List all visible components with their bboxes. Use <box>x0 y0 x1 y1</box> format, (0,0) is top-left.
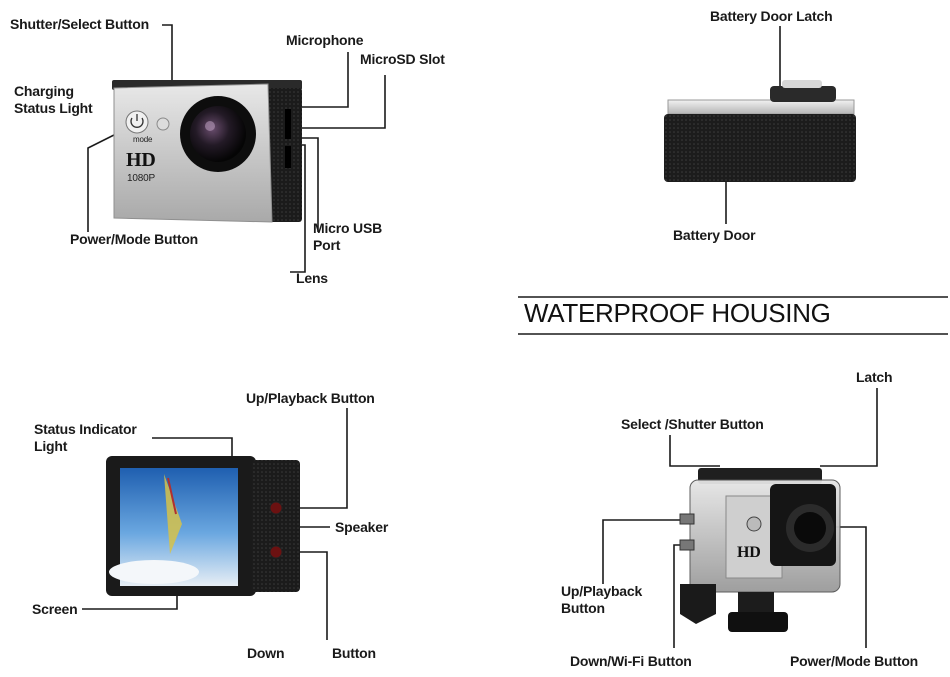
label-latch: Latch <box>856 369 893 385</box>
label-battery-door: Battery Door <box>673 227 756 243</box>
line-up-playback <box>281 408 348 509</box>
label-button: Button <box>332 645 376 661</box>
mode-mark: mode <box>133 135 153 144</box>
hd-mark: HD <box>126 149 156 171</box>
line-usb <box>296 137 319 232</box>
label-speaker: Speaker <box>335 519 389 535</box>
line-microphone <box>292 52 349 108</box>
label-screen: Screen <box>32 601 78 617</box>
line-microsd <box>296 75 386 129</box>
label-up-playback-button-housing: Up/Playback Button <box>561 583 643 616</box>
label-micro-usb-port: Micro USB Port <box>313 220 382 253</box>
line-select-shutter <box>669 435 720 467</box>
label-down-wifi-button: Down/Wi-Fi Button <box>570 653 692 669</box>
waterproof-housing-title: WATERPROOF HOUSING <box>524 298 831 328</box>
line-up-playback-housing <box>602 519 688 584</box>
line-latch-housing <box>820 388 878 467</box>
label-charging-status-light: Charging Status Light <box>14 83 93 116</box>
label-down: Down <box>247 645 285 661</box>
line-status-indicator <box>152 437 233 460</box>
housing-illustration <box>679 468 841 632</box>
resolution-mark: 1080P <box>127 173 155 184</box>
label-status-indicator-light: Status Indicator Light <box>34 421 137 454</box>
label-power-mode-button: Power/Mode Button <box>70 231 199 247</box>
label-up-playback-button: Up/Playback Button <box>246 390 375 406</box>
label-select-shutter-button: Select /Shutter Button <box>621 416 764 432</box>
camera-back-illustration <box>106 456 300 596</box>
housing-hd-mark: HD <box>737 544 761 561</box>
camera-side-illustration <box>664 80 856 182</box>
label-battery-door-latch: Battery Door Latch <box>710 8 833 24</box>
label-power-mode-button-housing: Power/Mode Button <box>790 653 919 669</box>
camera-front-illustration <box>112 80 302 223</box>
label-microphone: Microphone <box>286 32 364 48</box>
line-shutter <box>162 24 173 82</box>
label-microsd-slot: MicroSD Slot <box>360 51 445 67</box>
label-lens: Lens <box>296 270 328 286</box>
label-shutter-select-button: Shutter/Select Button <box>10 16 149 32</box>
